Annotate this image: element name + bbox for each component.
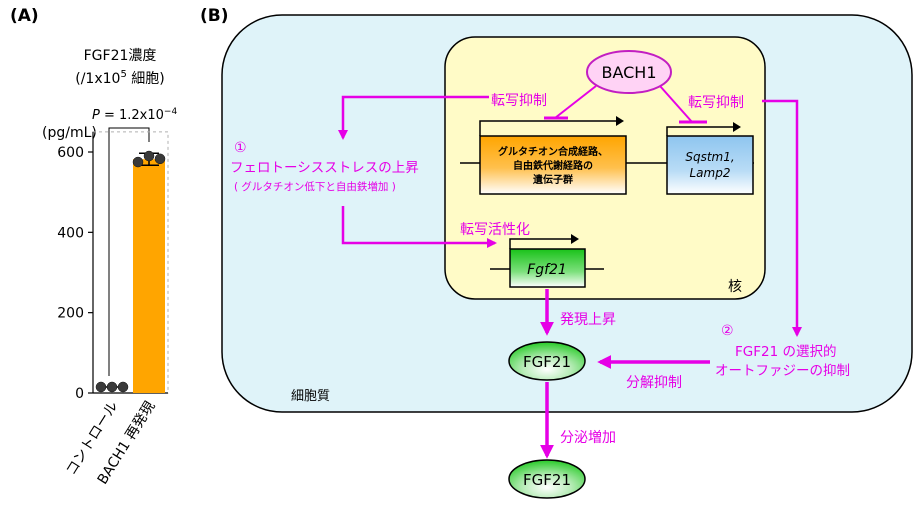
step2-line2: オートファジーの抑制 [715, 363, 850, 379]
repression-line-right [659, 85, 693, 123]
gene-box-fgf21 [509, 248, 586, 288]
gene1-text-line2: 自由鉄代謝経路の [513, 159, 593, 172]
data-point [95, 381, 107, 393]
tss-arrow-1 [479, 120, 622, 136]
y-axis-unit: (pg/mL) [42, 125, 97, 141]
data-point [117, 381, 129, 393]
chart-title-line2: (/1x105 細胞) [75, 69, 164, 87]
cytoplasm-label: 細胞質 [291, 389, 330, 404]
gene1-text-line1: グルタチオン合成経路、 [498, 145, 608, 158]
nucleus-label: 核 [728, 279, 742, 295]
step1-line2: ( グルタチオン低下と自由鉄増加 ) [234, 180, 396, 193]
fgf21-protein-label: FGF21 [523, 353, 571, 371]
step2-line1: FGF21 の選択的 [735, 344, 836, 360]
tss-arrow-3 [509, 238, 576, 249]
y-tick-label: 400 [57, 225, 84, 241]
gene-box-glutathione [479, 135, 627, 195]
step2-number: ② [721, 323, 734, 339]
bach1-label: BACH1 [601, 63, 656, 82]
fgf21-secreted-ellipse [508, 459, 586, 499]
activation-label: 転写活性化 [460, 222, 530, 238]
panel-a: (A) FGF21濃度 (/1x105 細胞) (pg/mL) P = 1.2x… [10, 6, 177, 487]
repression-label-left: 転写抑制 [491, 93, 547, 109]
repression-label-right: 転写抑制 [688, 95, 744, 111]
gene2-text-line2: Lamp2 [690, 166, 731, 180]
y-tick-label: 0 [75, 386, 84, 402]
p-value-label: P = 1.2x10−4 [92, 107, 177, 123]
fgf21-protein-ellipse [508, 341, 586, 381]
expression-up-label: 発現上昇 [560, 312, 616, 328]
gene1-text-line3: 遺伝子群 [532, 173, 573, 186]
tss-arrowhead-3 [571, 234, 579, 244]
y-tick-label: 200 [57, 306, 84, 322]
tss-arrow-2 [666, 126, 738, 136]
significance-bracket [108, 127, 150, 376]
chart-title-line1: FGF21濃度 [84, 48, 157, 64]
y-tick-label: 600 [57, 145, 84, 161]
step1-number: ① [234, 140, 247, 156]
bar-2 [133, 159, 165, 393]
gene2-text-line1: Sqstm1, [685, 150, 734, 164]
panel-b: (B) 細胞質 核 グルタチオン合成経路、 自由鉄代謝経路の 遺伝子群 Sqst… [200, 6, 913, 499]
repression-line-left [554, 85, 597, 119]
data-point [143, 150, 155, 162]
degradation-label: 分解抑制 [626, 375, 682, 391]
tss-arrowhead-1 [616, 116, 624, 126]
arrow-to-fgf21-gene [341, 206, 497, 248]
gene-box-sqstm1-lamp2 [666, 135, 754, 195]
panel-a-label: (A) [10, 6, 39, 26]
arrow-to-autophagy [762, 99, 802, 337]
panel-b-label: (B) [200, 6, 229, 26]
bach1-ellipse [586, 50, 672, 94]
data-point [132, 156, 144, 168]
arrow-to-ferroptosis [338, 95, 489, 140]
data-point [106, 381, 118, 393]
tss-arrowhead-2 [733, 122, 741, 132]
fgf21-gene-label: Fgf21 [527, 262, 567, 278]
data-point [154, 153, 166, 165]
secretion-label: 分泌増加 [560, 430, 616, 446]
fgf21-secreted-label: FGF21 [523, 471, 571, 489]
step1-line1: フェロトーシスストレスの上昇 [230, 160, 419, 176]
